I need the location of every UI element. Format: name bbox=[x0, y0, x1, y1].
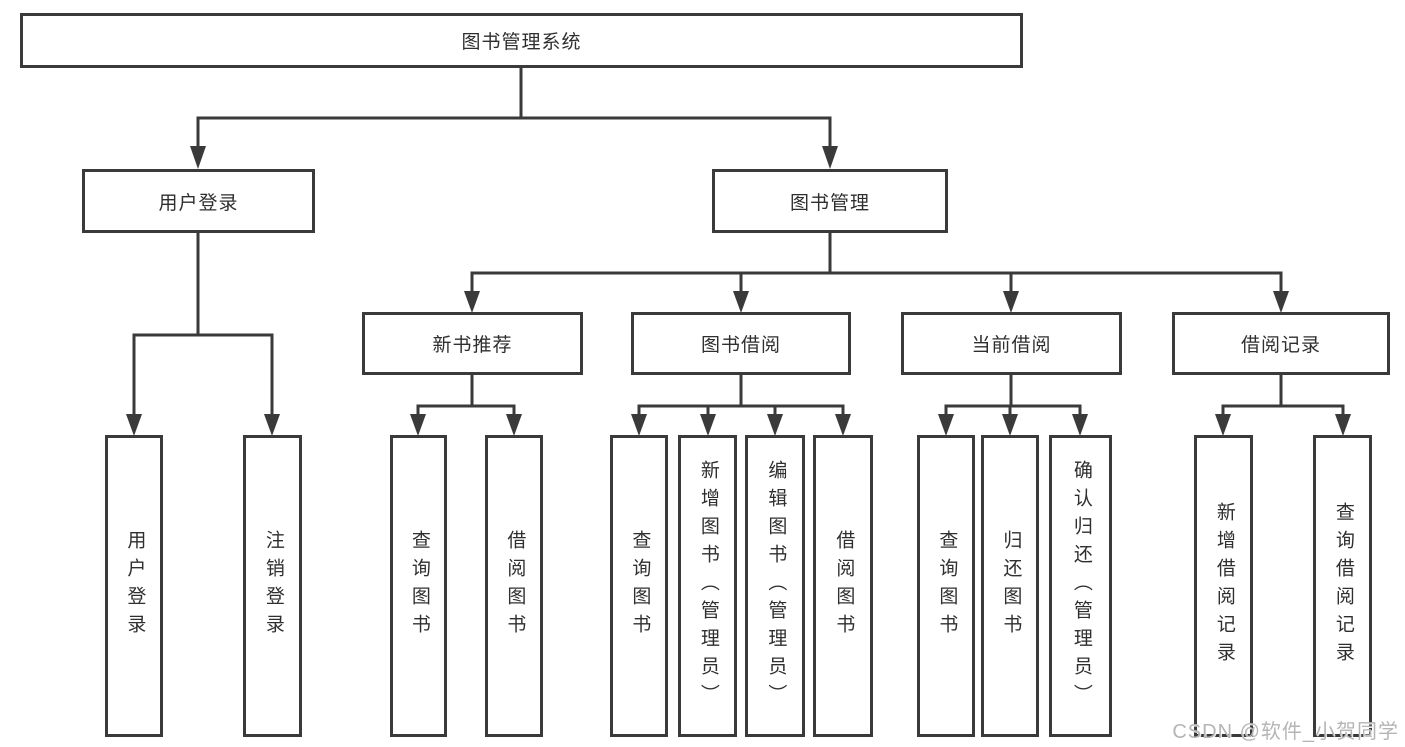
node-leaf-return-books: 归还图书 bbox=[981, 435, 1039, 737]
node-leaf-borrow-books-recommend-label: 借阅图书 bbox=[504, 530, 526, 642]
node-leaf-add-borrow-record: 新增借阅记录 bbox=[1194, 435, 1253, 737]
node-leaf-add-borrow-record-label: 新增借阅记录 bbox=[1213, 502, 1235, 670]
csdn-watermark: CSDN @软件_小贺同学 bbox=[1172, 721, 1399, 743]
node-leaf-edit-books-admin-label: 编辑图书（管理员） bbox=[765, 460, 787, 712]
connector-new-book-recommend-to-leaves bbox=[410, 373, 522, 436]
connector-user-login-to-leaves bbox=[126, 231, 280, 436]
node-leaf-borrow-books-borrowing-label: 借阅图书 bbox=[833, 530, 855, 642]
node-current-borrowing: 当前借阅 bbox=[901, 312, 1122, 375]
node-leaf-confirm-return-admin: 确认归还（管理员） bbox=[1049, 435, 1112, 737]
node-user-login-label: 用户登录 bbox=[158, 192, 239, 214]
node-leaf-user-login-label: 用户登录 bbox=[124, 530, 146, 642]
node-book-management-label: 图书管理 bbox=[789, 192, 870, 214]
connector-book-management-to-level3 bbox=[464, 231, 1289, 313]
node-leaf-query-books-recommend-label: 查询图书 bbox=[408, 530, 430, 642]
node-leaf-query-borrow-record: 查询借阅记录 bbox=[1313, 435, 1372, 737]
node-leaf-add-books-admin: 新增图书（管理员） bbox=[678, 435, 737, 737]
node-root-label: 图书管理系统 bbox=[461, 32, 582, 53]
node-leaf-user-login: 用户登录 bbox=[105, 435, 163, 737]
node-leaf-confirm-return-admin-label: 确认归还（管理员） bbox=[1070, 460, 1092, 712]
node-book-borrowing-label: 图书借阅 bbox=[700, 335, 781, 356]
node-leaf-query-books-current-label: 查询图书 bbox=[936, 530, 958, 642]
node-user-login: 用户登录 bbox=[82, 169, 315, 233]
node-leaf-logout-label: 注销登录 bbox=[262, 530, 284, 642]
node-borrowing-records-label: 借阅记录 bbox=[1240, 335, 1321, 356]
node-current-borrowing-label: 当前借阅 bbox=[971, 335, 1052, 356]
node-new-book-recommend: 新书推荐 bbox=[362, 312, 583, 375]
node-leaf-query-books-current: 查询图书 bbox=[917, 435, 975, 737]
connector-borrowing-records-to-leaves bbox=[1215, 373, 1351, 436]
node-new-book-recommend-label: 新书推荐 bbox=[432, 335, 513, 356]
node-root: 图书管理系统 bbox=[20, 13, 1023, 68]
node-leaf-query-borrow-record-label: 查询借阅记录 bbox=[1332, 502, 1354, 670]
node-leaf-add-books-admin-label: 新增图书（管理员） bbox=[697, 460, 719, 712]
node-book-management: 图书管理 bbox=[712, 169, 948, 233]
node-leaf-borrow-books-recommend: 借阅图书 bbox=[485, 435, 543, 737]
node-leaf-query-books-borrowing: 查询图书 bbox=[610, 435, 668, 737]
node-leaf-borrow-books-borrowing: 借阅图书 bbox=[813, 435, 873, 737]
node-borrowing-records: 借阅记录 bbox=[1172, 312, 1390, 375]
connector-book-borrowing-to-leaves bbox=[631, 373, 851, 436]
node-leaf-edit-books-admin: 编辑图书（管理员） bbox=[745, 435, 805, 737]
node-book-borrowing: 图书借阅 bbox=[631, 312, 851, 375]
node-leaf-logout: 注销登录 bbox=[243, 435, 302, 737]
node-leaf-query-books-recommend: 查询图书 bbox=[390, 435, 447, 737]
connector-root-to-level2 bbox=[190, 66, 838, 169]
connector-current-borrowing-to-leaves bbox=[938, 373, 1088, 436]
node-leaf-query-books-borrowing-label: 查询图书 bbox=[629, 530, 651, 642]
node-leaf-return-books-label: 归还图书 bbox=[1000, 530, 1022, 642]
